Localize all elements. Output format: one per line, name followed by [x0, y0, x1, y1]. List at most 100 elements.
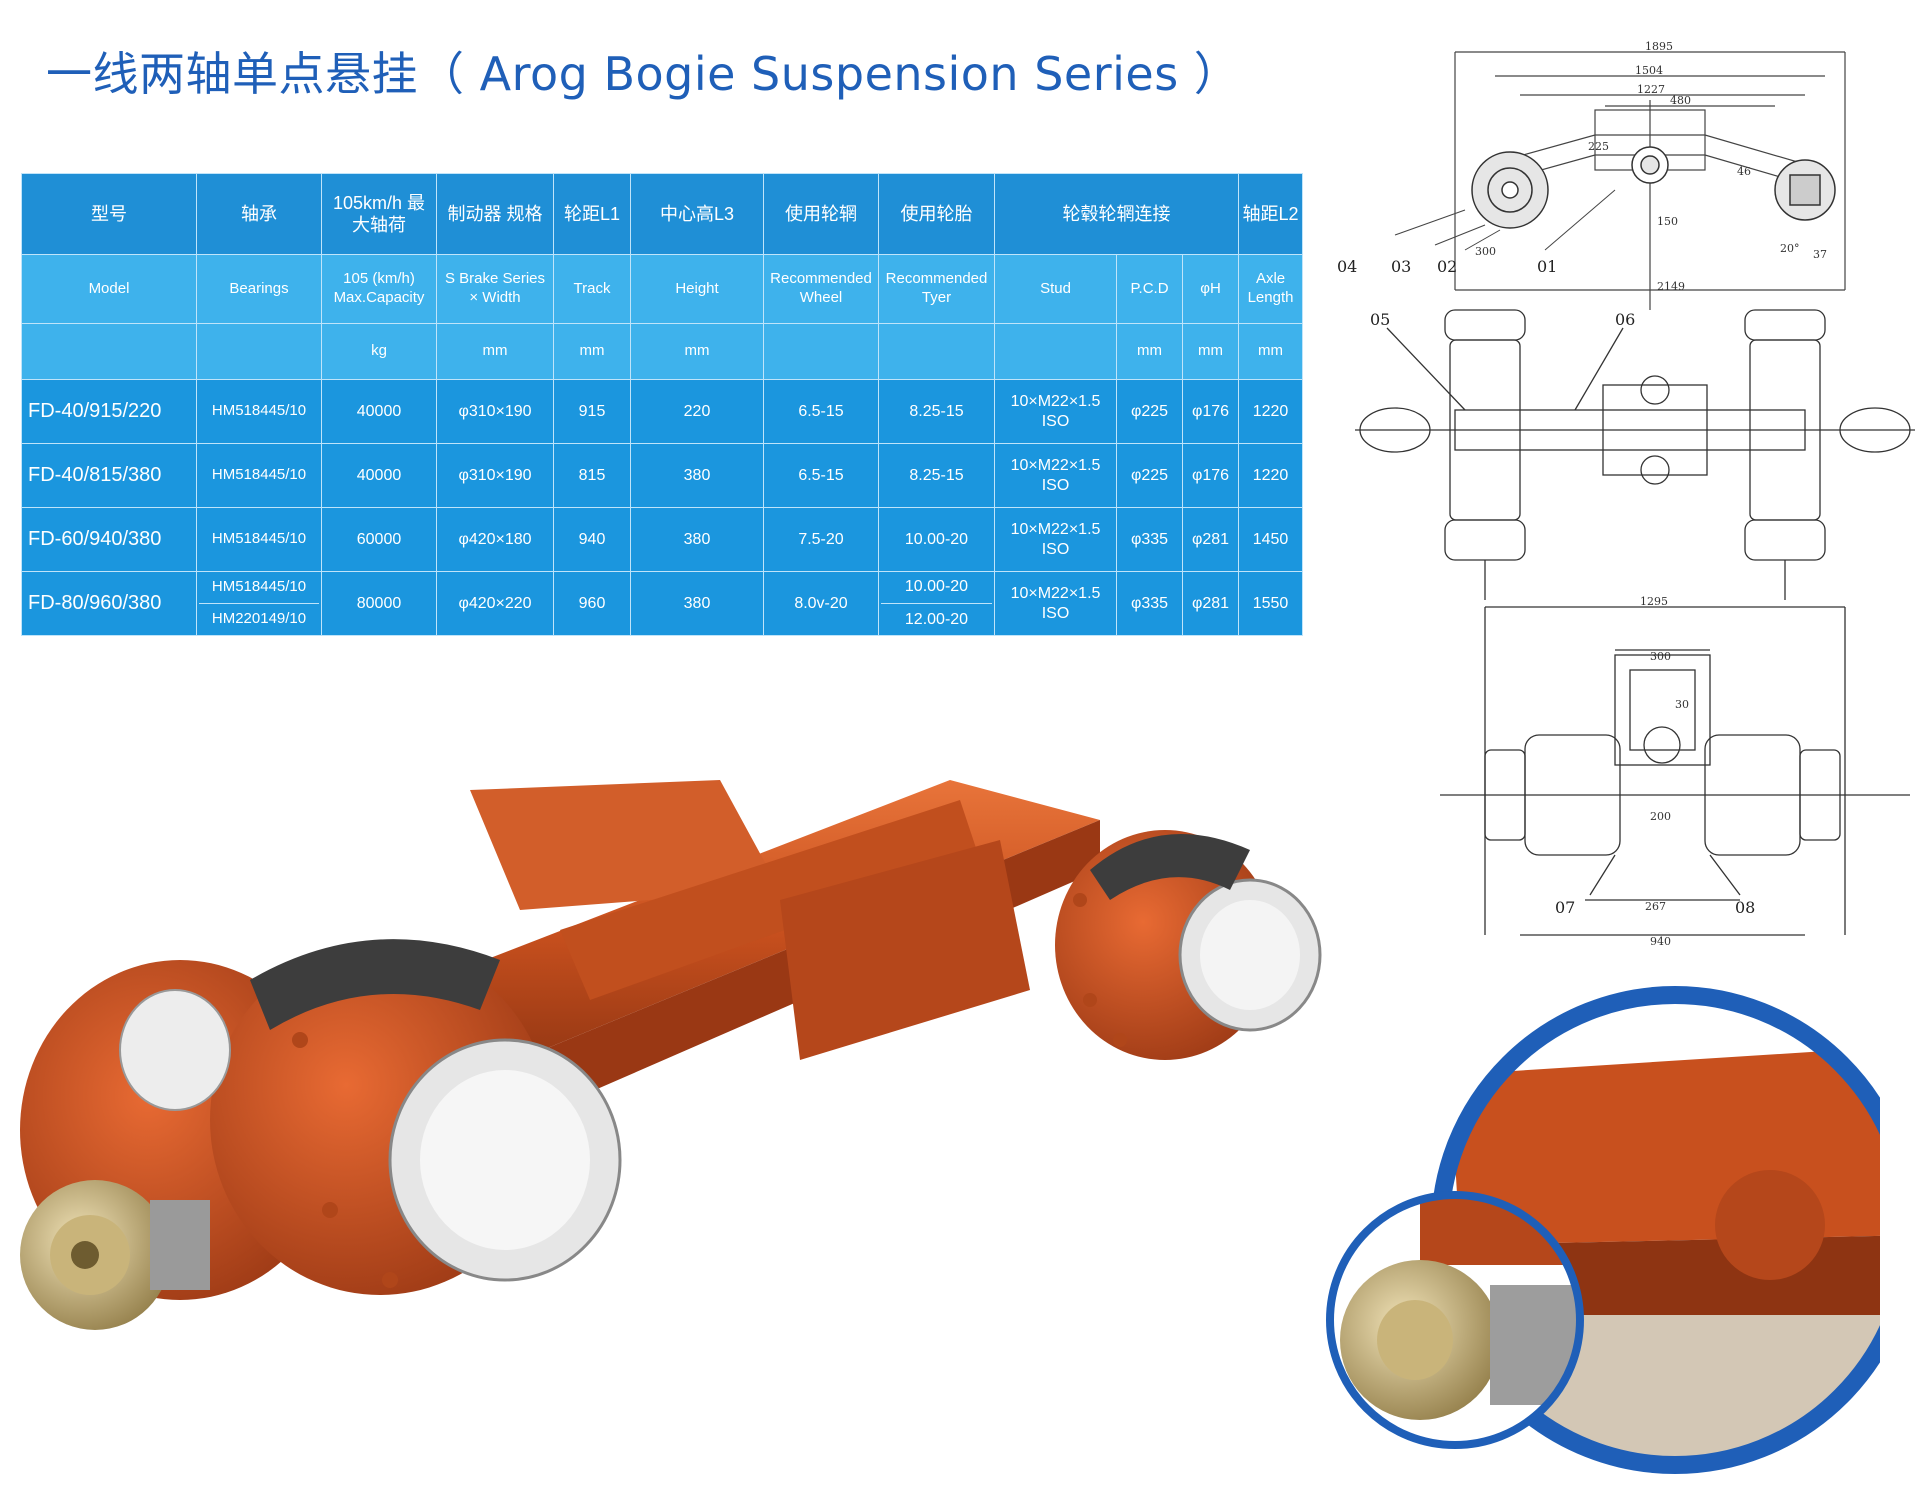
cell-wheel: 7.5-20 [763, 507, 879, 572]
cell-pcd: φ225 [1116, 443, 1183, 508]
table-row: FD-60/940/380 HM518445/10 60000 φ420×180… [21, 507, 1304, 572]
cell-tyre-line: 10.00-20 [904, 578, 969, 595]
cell-brake: φ310×190 [436, 379, 554, 444]
callout-label: 02 [1437, 257, 1457, 276]
callout-label: 05 [1370, 310, 1390, 329]
unit-cell: mm [436, 323, 554, 380]
cell-tyre: 10.00-20 12.00-20 [878, 571, 995, 636]
cell-tyre: 10.00-20 [878, 507, 995, 572]
cell-axle: 1550 [1238, 571, 1304, 636]
th-capacity-cn: 105km/h 最大轴荷 [321, 173, 437, 255]
dim-label: 20° [1780, 242, 1800, 255]
cell-bearing: HM518445/10 [196, 379, 322, 444]
cell-height: 380 [630, 507, 764, 572]
cell-height: 220 [630, 379, 764, 444]
cell-axle: 1220 [1238, 443, 1304, 508]
callout-label: 03 [1391, 257, 1411, 276]
th-bearings: Bearings [196, 254, 322, 324]
unit-cell [196, 323, 322, 380]
cell-bearing: HM518445/10 HM220149/10 [196, 571, 322, 636]
unit-cell [878, 323, 995, 380]
th-pcd: P.C.D [1116, 254, 1183, 324]
th-tyre: Recommended Tyer [878, 254, 995, 324]
table-header-cn: 型号 轴承 105km/h 最大轴荷 制动器 规格 轮距L1 中心高L3 使用轮… [21, 173, 1304, 255]
cell-capacity: 40000 [321, 379, 437, 444]
dim-label: 150 [1657, 215, 1678, 228]
th-model-cn: 型号 [21, 173, 197, 255]
cell-track: 960 [553, 571, 631, 636]
th-brake-cn: 制动器 规格 [436, 173, 554, 255]
dim-label: 37 [1813, 248, 1827, 261]
cell-bearing: HM518445/10 [196, 507, 322, 572]
cell-phi-h: φ176 [1181, 443, 1240, 508]
cell-track: 915 [553, 379, 631, 444]
unit-cell: mm [1181, 323, 1240, 380]
th-axle-cn: 轴距L2 [1238, 173, 1304, 255]
dim-label: 300 [1475, 245, 1496, 258]
dim-label: 300 [1650, 650, 1671, 663]
bogie-suspension-illustration [0, 740, 1400, 1394]
dim-label: 940 [1650, 935, 1671, 948]
detail-zoom-inset [1300, 985, 1919, 1489]
cell-track: 940 [553, 507, 631, 572]
unit-cell: mm [1238, 323, 1304, 380]
cell-phi-h: φ281 [1181, 571, 1240, 636]
cell-height: 380 [630, 443, 764, 508]
dim-label: 225 [1588, 140, 1609, 153]
th-tyre-cn: 使用轮胎 [878, 173, 995, 255]
cell-pcd: φ225 [1116, 379, 1183, 444]
table-row: FD-40/815/380 HM518445/10 40000 φ310×190… [21, 443, 1304, 508]
cell-capacity: 40000 [321, 443, 437, 508]
page-title: 一线两轴单点悬挂（ Arog Bogie Suspension Series ） [46, 47, 1241, 101]
th-track-cn: 轮距L1 [553, 173, 631, 255]
unit-cell: mm [1116, 323, 1183, 380]
th-wheel-cn: 使用轮辋 [763, 173, 879, 255]
cell-phi-h: φ176 [1181, 379, 1240, 444]
callout-label: 07 [1555, 898, 1575, 917]
cell-brake: φ420×220 [436, 571, 554, 636]
cell-model: FD-40/815/380 [21, 443, 197, 508]
table-header-en: Model Bearings 105 (km/h) Max.Capacity S… [21, 254, 1304, 324]
dim-label: 46 [1737, 165, 1751, 178]
cell-height: 380 [630, 571, 764, 636]
cell-wheel: 6.5-15 [763, 443, 879, 508]
th-brake: S Brake Series × Width [436, 254, 554, 324]
th-hub-connection-cn: 轮毂轮辋连接 [993, 173, 1240, 255]
cell-model: FD-40/915/220 [21, 379, 197, 444]
cell-pcd: φ335 [1116, 571, 1183, 636]
callout-label: 01 [1537, 257, 1557, 276]
cell-model: FD-60/940/380 [21, 507, 197, 572]
dim-label: 1295 [1640, 595, 1668, 608]
th-height-cn: 中心高L3 [630, 173, 764, 255]
cell-wheel: 8.0v-20 [763, 571, 879, 636]
dim-label: 1895 [1645, 40, 1673, 53]
cell-model: FD-80/960/380 [21, 571, 197, 636]
cell-capacity: 60000 [321, 507, 437, 572]
side-view-drawing: 1895 1504 1227 480 225 150 46 2149 300 2… [1325, 40, 1915, 310]
callout-label: 04 [1337, 257, 1357, 276]
top-view-drawing: 05 06 [1355, 300, 1915, 600]
table-row: FD-40/915/220 HM518445/10 40000 φ310×190… [21, 379, 1304, 444]
th-bearings-cn: 轴承 [196, 173, 322, 255]
th-height: Height [630, 254, 764, 324]
th-capacity: 105 (km/h) Max.Capacity [321, 254, 437, 324]
unit-cell: kg [321, 323, 437, 380]
cell-phi-h: φ281 [1181, 507, 1240, 572]
cell-axle: 1450 [1238, 507, 1304, 572]
cell-tyre: 8.25-15 [878, 443, 995, 508]
th-track: Track [553, 254, 631, 324]
cell-stud: 10×M22×1.5 ISO [994, 571, 1117, 636]
th-model: Model [21, 254, 197, 324]
dim-label: 200 [1650, 810, 1671, 823]
unit-cell [763, 323, 879, 380]
cell-tyre-line: 12.00-20 [881, 603, 992, 630]
cell-wheel: 6.5-15 [763, 379, 879, 444]
dim-label: 2149 [1657, 280, 1685, 293]
callout-label: 08 [1735, 898, 1755, 917]
dim-label: 267 [1645, 900, 1666, 913]
unit-cell: mm [553, 323, 631, 380]
cell-brake: φ420×180 [436, 507, 554, 572]
unit-cell [994, 323, 1117, 380]
cell-axle: 1220 [1238, 379, 1304, 444]
cell-bearing: HM518445/10 [196, 443, 322, 508]
